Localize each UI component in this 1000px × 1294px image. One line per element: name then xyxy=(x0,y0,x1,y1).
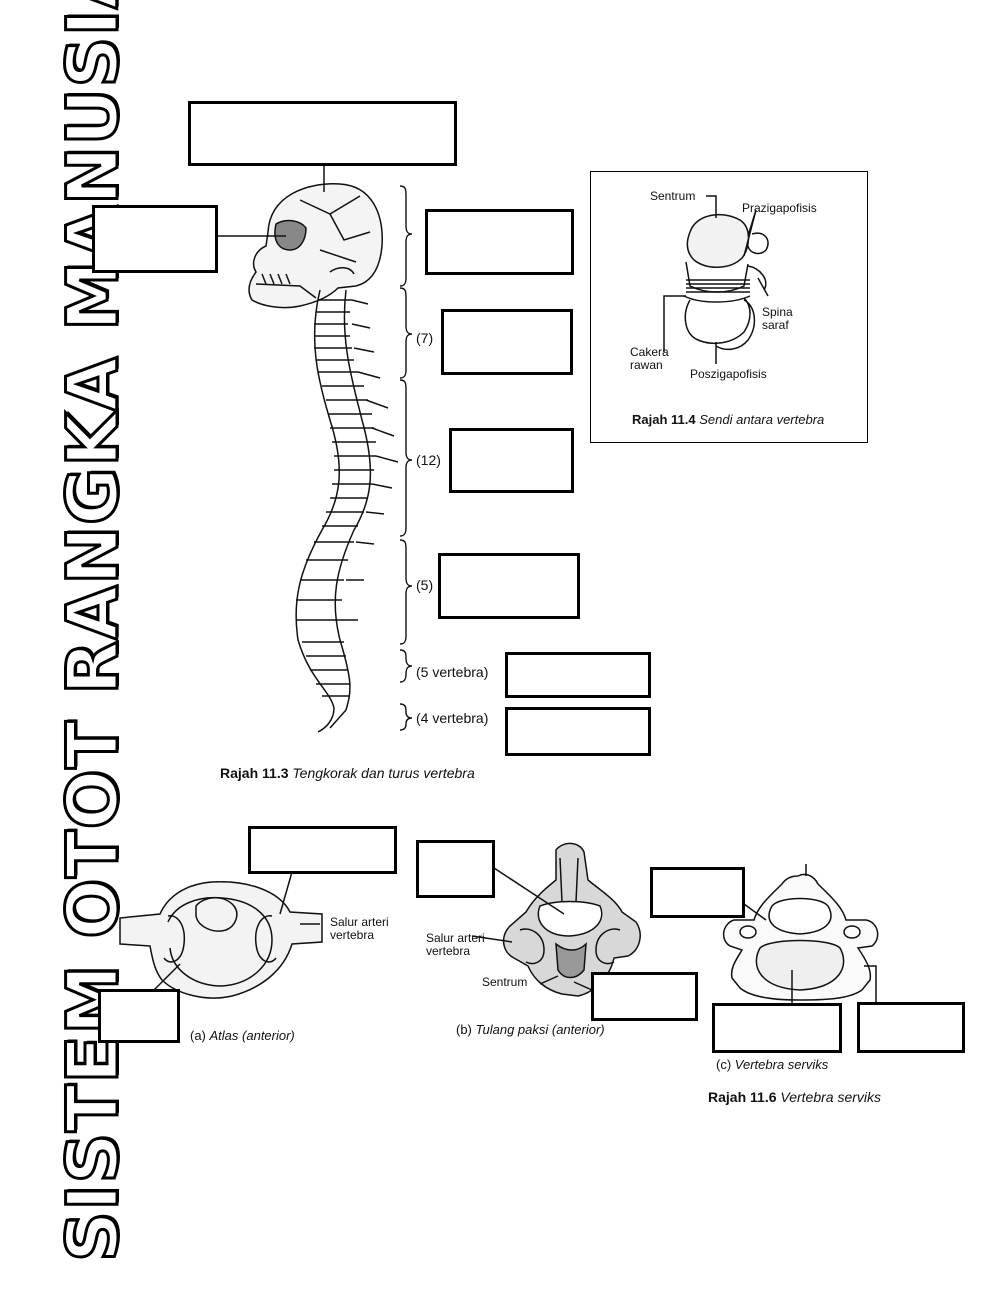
answer-box-coccyx[interactable] xyxy=(505,707,651,756)
caption-11-3-num: Rajah 11.3 xyxy=(220,765,289,781)
answer-box-cervical-top[interactable] xyxy=(650,867,745,918)
answer-box-thoracic[interactable] xyxy=(449,428,574,493)
caption-11-4: Rajah 11.4 Sendi antara vertebra xyxy=(632,412,824,427)
caption-11-3: Rajah 11.3 Tengkorak dan turus vertebra xyxy=(220,765,475,781)
spine-drawing xyxy=(295,289,399,733)
count-cervical: (7) xyxy=(416,330,434,346)
subcaption-axis: (b) Tulang paksi (anterior) xyxy=(456,1022,605,1037)
label-salur-axis: Salur arteri vertebra xyxy=(426,931,485,958)
answer-box-cervical-bottom[interactable] xyxy=(712,1003,842,1053)
answer-box-sacrum[interactable] xyxy=(505,652,651,698)
answer-box-orbit[interactable] xyxy=(92,205,218,273)
leader-axis-top xyxy=(493,867,565,915)
caption-11-4-num: Rajah 11.4 xyxy=(632,412,696,427)
subcaption-cervical-text: Vertebra serviks xyxy=(734,1057,829,1072)
cervical-drawing xyxy=(722,864,879,1004)
answer-box-axis-top[interactable] xyxy=(416,840,495,898)
axis-drawing xyxy=(471,842,641,997)
skull-drawing xyxy=(248,183,383,309)
subcaption-atlas: (a) Atlas (anterior) xyxy=(190,1028,295,1043)
leader-atlas-top xyxy=(279,871,293,915)
label-sentrum-axis: Sentrum xyxy=(482,975,528,989)
vertebra-joint-drawing xyxy=(663,195,769,364)
label-poszigapofisis: Poszigapofisis xyxy=(690,367,767,381)
atlas-drawing xyxy=(119,871,323,999)
leader-cervical-right xyxy=(864,965,877,1002)
subcaption-atlas-text: Atlas (anterior) xyxy=(209,1028,295,1043)
count-thoracic: (12) xyxy=(416,452,441,468)
answer-box-cervical[interactable] xyxy=(441,309,573,375)
label-salur-atlas: Salur arteri vertebra xyxy=(330,915,389,942)
label-cakera-rawan: Cakera rawan xyxy=(630,345,669,372)
label-sentrum: Sentrum xyxy=(650,189,696,203)
answer-box-cranium[interactable] xyxy=(425,209,574,275)
caption-11-6: Rajah 11.6 Vertebra serviks xyxy=(708,1089,881,1105)
answer-box-lumbar[interactable] xyxy=(438,553,580,619)
caption-11-3-text: Tengkorak dan turus vertebra xyxy=(292,765,475,781)
answer-box-atlas-top[interactable] xyxy=(248,826,397,874)
answer-box-atlas-bottom[interactable] xyxy=(98,989,180,1043)
subcaption-cervical-prefix: (c) xyxy=(716,1057,732,1072)
figure-11-4-frame xyxy=(590,171,868,443)
subcaption-axis-prefix: (b) xyxy=(456,1022,472,1037)
count-lumbar: (5) xyxy=(416,577,434,593)
subcaption-axis-text: Tulang paksi (anterior) xyxy=(475,1022,605,1037)
count-sacrum: (5 vertebra) xyxy=(416,664,489,680)
caption-11-6-num: Rajah 11.6 xyxy=(708,1089,777,1105)
answer-box-cervical-right[interactable] xyxy=(857,1002,965,1053)
subcaption-atlas-prefix: (a) xyxy=(190,1028,206,1043)
label-spina-saraf: Spina saraf xyxy=(762,305,793,332)
label-prazigapofisis: Prazigapofisis xyxy=(742,201,817,215)
leader-cervical-top xyxy=(743,903,767,921)
caption-11-4-text: Sendi antara vertebra xyxy=(699,412,825,427)
answer-box-skull[interactable] xyxy=(188,101,457,166)
caption-11-6-text: Vertebra serviks xyxy=(780,1089,882,1105)
count-coccyx: (4 vertebra) xyxy=(416,710,489,726)
region-braces xyxy=(399,185,413,731)
answer-box-axis-right[interactable] xyxy=(591,972,698,1021)
leader-axis-right xyxy=(573,981,593,991)
subcaption-cervical: (c) Vertebra serviks xyxy=(716,1057,828,1072)
